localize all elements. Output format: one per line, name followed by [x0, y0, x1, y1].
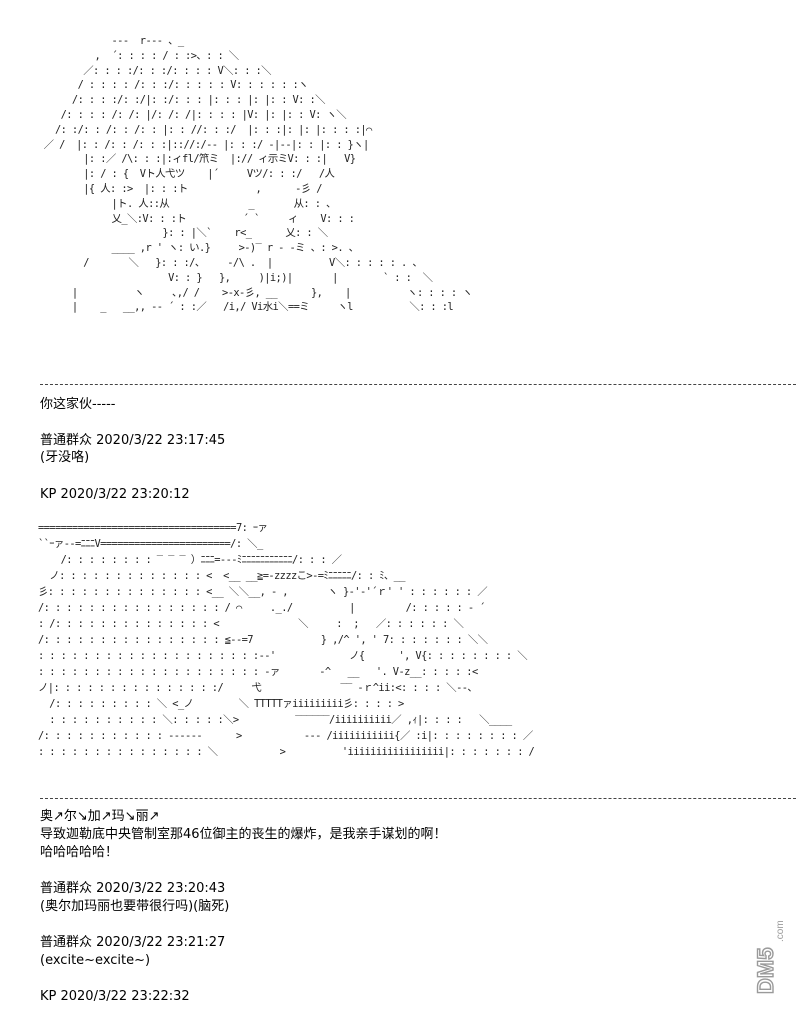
dialogue-line: 导致迦勒底中央管制室那46位御主的丧生的爆炸，是我亲手谋划的啊！ [40, 827, 447, 842]
post-header: KP 2020/3/22 23:22:32 [40, 989, 190, 1004]
divider [40, 384, 796, 385]
dm5-logo-icon: DM5 .com [753, 920, 786, 994]
ascii-art-face-closeup: ===================================7: ｰァ… [38, 522, 535, 758]
comment-text: (牙没咯) [40, 450, 90, 465]
post-header: 普通群众 2020/3/22 23:17:45 [40, 433, 226, 448]
svg-text:DM5: DM5 [753, 948, 778, 994]
post-header: 普通群众 2020/3/22 23:21:27 [40, 935, 226, 950]
comment-text: (excite~excite~) [40, 953, 151, 968]
divider [40, 798, 796, 799]
svg-text:.com: .com [775, 920, 786, 942]
post-header: 普通群众 2020/3/22 23:20:43 [40, 881, 226, 896]
watermark-logo: DM5 .com [752, 880, 788, 998]
dialogue-line: 哈哈哈哈哈！ [40, 845, 119, 860]
dialogue-line: 奥↗尔↘加↗玛↘丽↗ [40, 809, 160, 824]
ascii-art-portrait: --- r‐‐- 、_ , ´: : : : / : :>、: : ＼ ／: :… [43, 35, 473, 314]
comment-text: (奥尔加玛丽也要带很行吗)(脑死) [40, 899, 230, 914]
post-header: KP 2020/3/22 23:20:12 [40, 487, 190, 502]
dialogue-line: 你这家伙‐‐‐‐‐ [40, 397, 116, 412]
